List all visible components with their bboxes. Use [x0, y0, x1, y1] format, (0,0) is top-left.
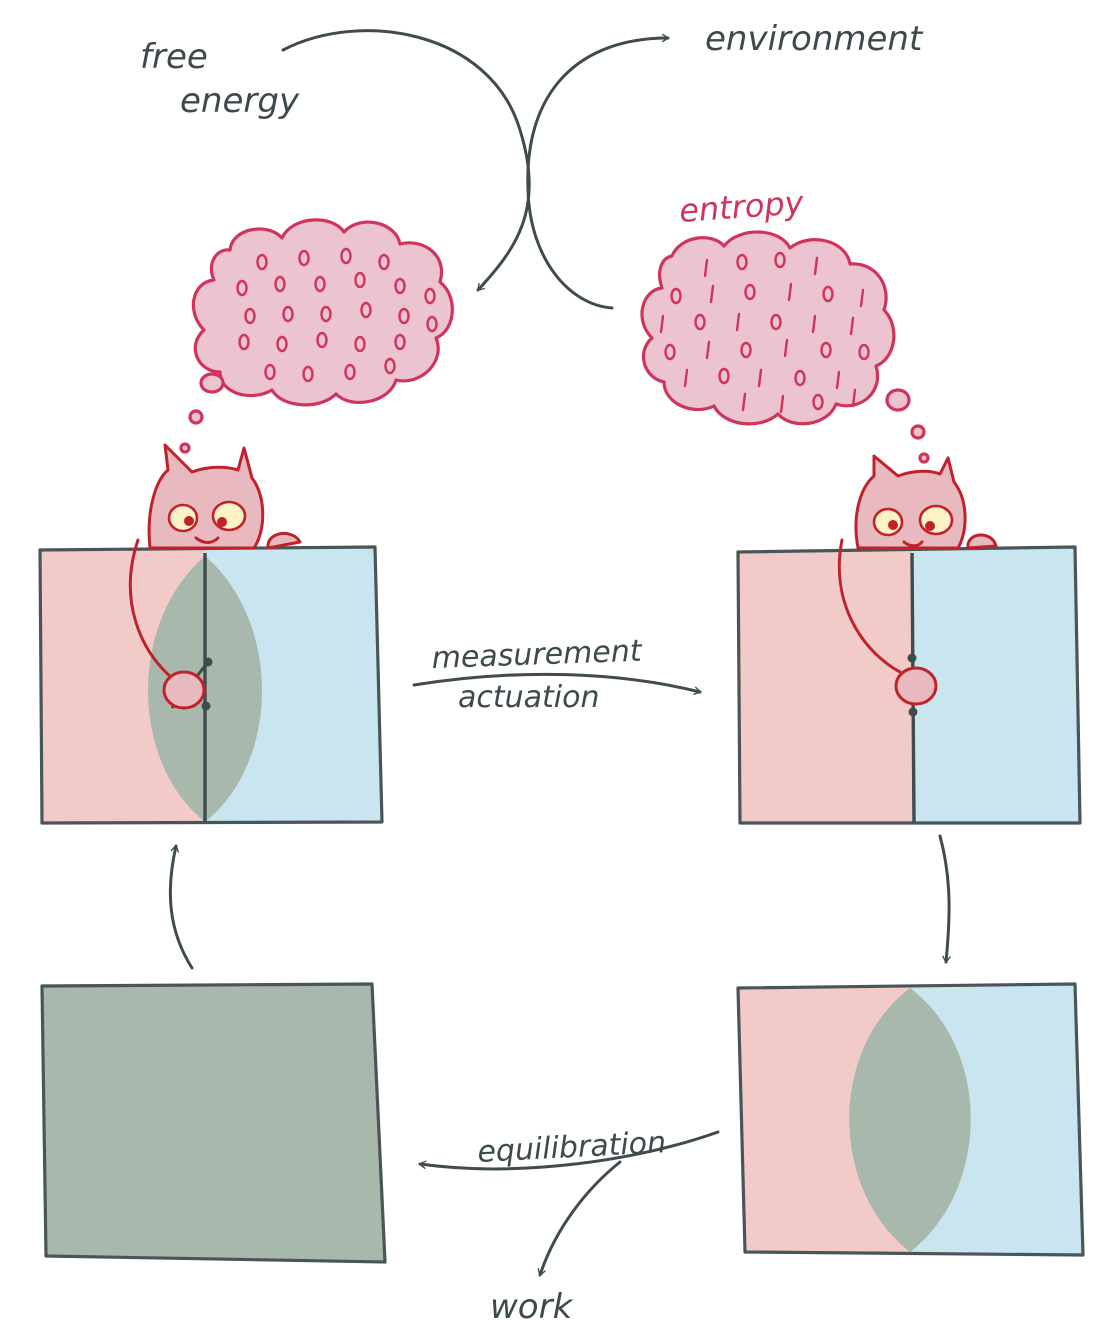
cold-side [912, 540, 1090, 830]
sorted-to-open-arrow [940, 836, 949, 962]
thought-bubble-dot [201, 374, 223, 392]
entropy-to-environment-arrow [528, 38, 668, 308]
thought-bubble-dot [190, 411, 202, 423]
free-energy-label-line1: free [140, 37, 208, 77]
left-memory-cloud [181, 220, 452, 452]
door-hinge [908, 654, 917, 663]
demon-hand-resting [268, 533, 300, 548]
demon-eye [920, 506, 952, 534]
thought-bubble-dot [920, 454, 928, 462]
mixed-gas-region [42, 984, 385, 1262]
entropy-label: entropy [678, 183, 806, 230]
work-label: work [490, 1287, 574, 1327]
demon-eye [874, 509, 902, 535]
demon-eye [213, 502, 245, 530]
demon-hand-on-door [164, 672, 204, 708]
door-hinge [909, 708, 918, 717]
demon-hand-on-door [896, 668, 936, 704]
door-hinge [202, 702, 211, 711]
environment-label: environment [705, 19, 924, 59]
box-equilibrating-state [730, 980, 1090, 1260]
equilibrium-to-measurement-arrow [170, 846, 192, 968]
thought-bubble-dot [912, 426, 924, 438]
measurement-label: measurement [431, 634, 643, 676]
right-memory-cloud [642, 232, 928, 462]
work-output-arrow [540, 1162, 620, 1275]
free-energy-label: free energy [140, 37, 300, 121]
free-energy-label-line2: energy [180, 81, 300, 121]
hot-side [730, 540, 914, 830]
thought-bubble-dot [181, 444, 189, 452]
box-measurement-state [30, 540, 390, 830]
thought-bubble-dot [887, 390, 909, 410]
box-equilibrium-state [42, 984, 385, 1262]
demon-hand-resting [968, 535, 996, 548]
actuation-label: actuation [458, 680, 600, 715]
